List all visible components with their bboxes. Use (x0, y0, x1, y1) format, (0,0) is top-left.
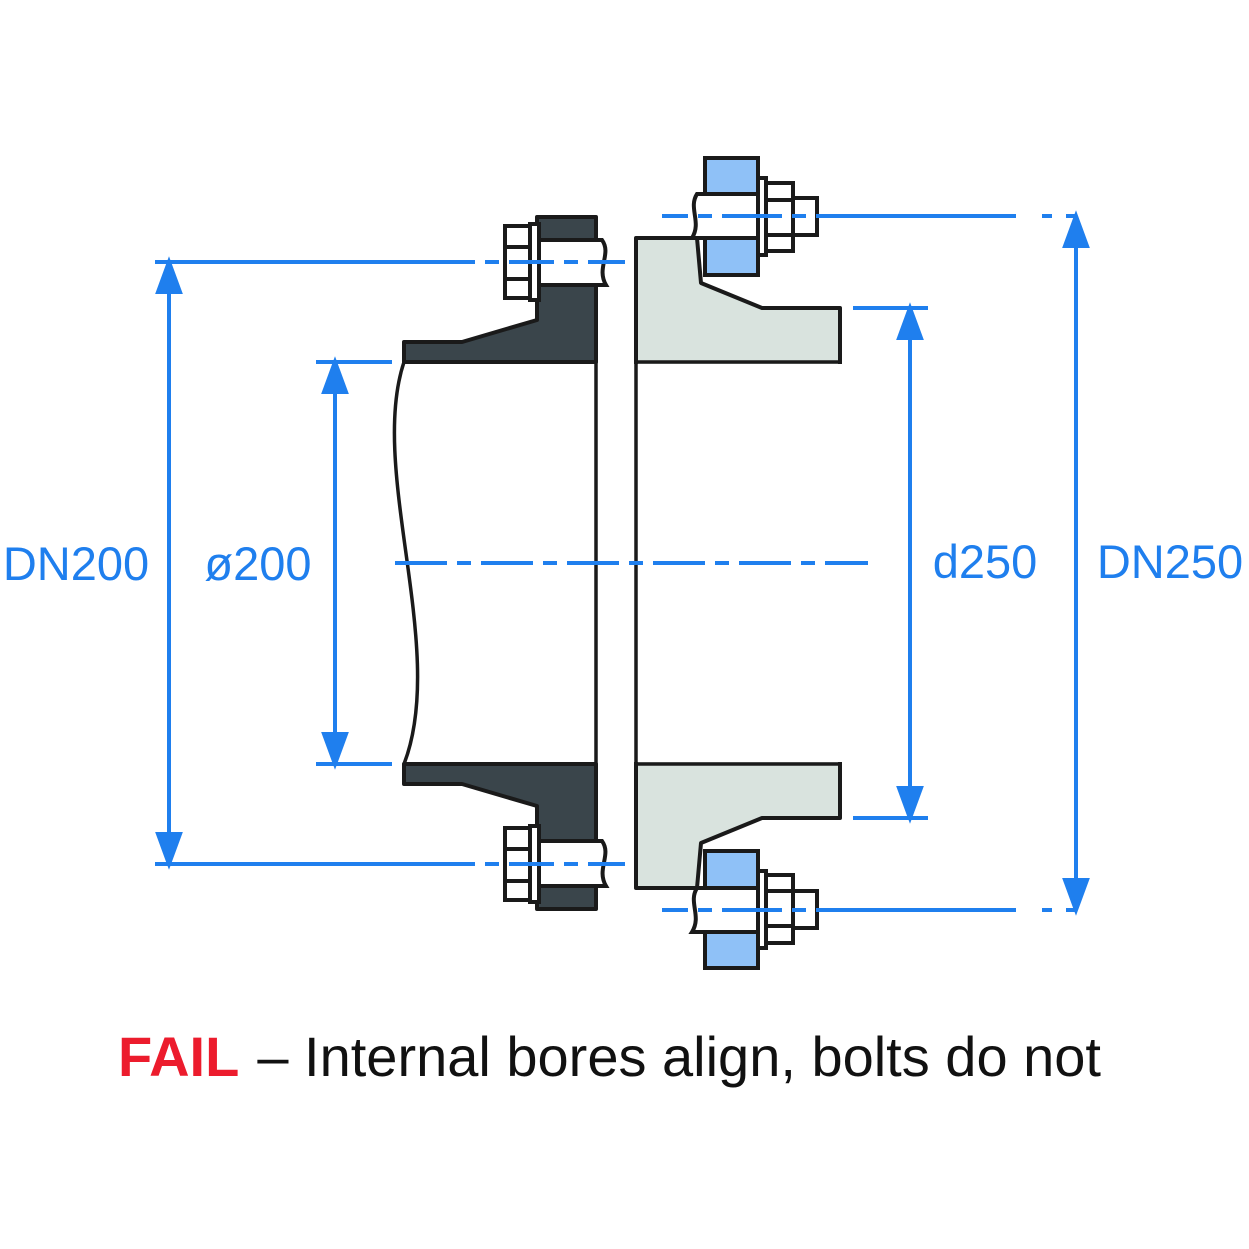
label-bore200: ø200 (204, 537, 311, 590)
arrowhead-up (896, 302, 924, 340)
arrowhead-down (155, 832, 183, 870)
arrowhead-down (896, 786, 924, 824)
dimension-lines (155, 210, 1090, 916)
caption-status: FAIL (118, 1025, 239, 1088)
arrowhead-up (155, 256, 183, 294)
arrowhead-up (1062, 210, 1090, 248)
arrowhead-down (1062, 878, 1090, 916)
arrowhead-up (321, 356, 349, 394)
label-d250: d250 (933, 535, 1038, 588)
label-dn200: DN200 (3, 537, 149, 590)
arrowhead-down (321, 732, 349, 770)
caption: FAIL – Internal bores align, bolts do not (118, 1025, 1101, 1088)
caption-text: – Internal bores align, bolts do not (257, 1025, 1101, 1088)
pipe-break-line (392, 361, 420, 765)
label-dn250: DN250 (1097, 535, 1243, 588)
centerlines (155, 214, 1092, 912)
